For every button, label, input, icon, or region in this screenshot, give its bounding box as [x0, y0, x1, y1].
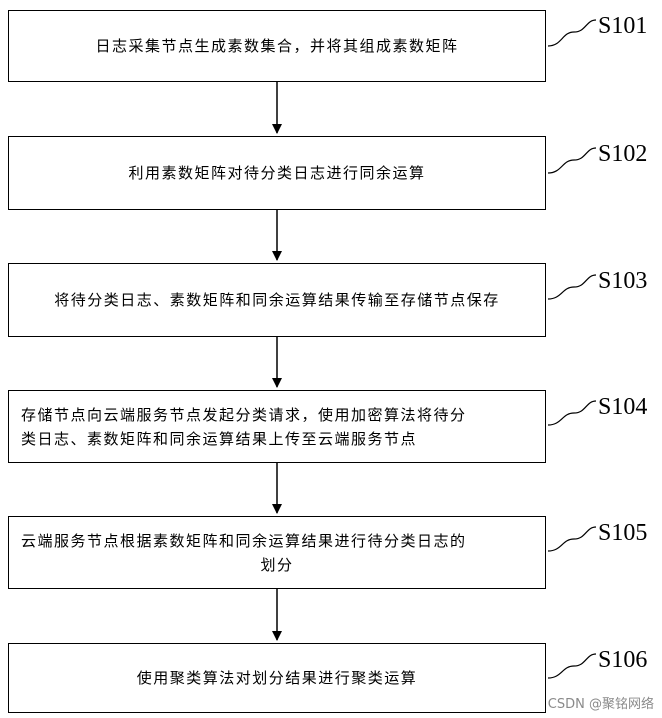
watermark: CSDN @聚铭网络 [547, 697, 654, 712]
leader-s102 [547, 147, 597, 174]
leader-s106 [547, 653, 597, 679]
step-text-s106: 使用聚类算法对划分结果进行聚类运算 [136, 669, 418, 687]
step-label-s103: S103 [598, 268, 648, 294]
step-label-s106: S106 [598, 647, 648, 673]
step-box-s104: 存储节点向云端服务节点发起分类请求，使用加密算法将待分 类日志、素数矩阵和同余运… [8, 390, 546, 463]
step-text-s104-line2: 类日志、素数矩阵和同余运算结果上传至云端服务节点 [21, 429, 418, 448]
step-label-s101: S101 [598, 13, 648, 39]
leader-s105 [547, 526, 597, 552]
step-text-s104: 存储节点向云端服务节点发起分类请求，使用加密算法将待分 类日志、素数矩阵和同余运… [21, 403, 533, 451]
step-text-s105-line2: 划分 [260, 555, 294, 574]
step-label-s104: S104 [598, 394, 648, 420]
step-text-s105-line1: 云端服务节点根据素数矩阵和同余运算结果进行待分类日志的 [21, 531, 467, 550]
step-box-s101: 日志采集节点生成素数集合，并将其组成素数矩阵 [8, 10, 546, 82]
step-box-s105: 云端服务节点根据素数矩阵和同余运算结果进行待分类日志的 划分 [8, 516, 546, 589]
step-label-s105: S105 [598, 520, 648, 546]
leader-s103 [547, 274, 597, 300]
step-text-s104-line1: 存储节点向云端服务节点发起分类请求，使用加密算法将待分 [21, 405, 467, 424]
leader-s104 [547, 400, 597, 426]
step-text-s103: 将待分类日志、素数矩阵和同余运算结果传输至存储节点保存 [54, 291, 500, 309]
step-box-s106: 使用聚类算法对划分结果进行聚类运算 [8, 643, 546, 713]
step-label-s102: S102 [598, 141, 648, 167]
leader-s101 [547, 19, 597, 47]
step-text-s105: 云端服务节点根据素数矩阵和同余运算结果进行待分类日志的 划分 [21, 529, 533, 577]
step-box-s103: 将待分类日志、素数矩阵和同余运算结果传输至存储节点保存 [8, 263, 546, 337]
step-text-s101: 日志采集节点生成素数集合，并将其组成素数矩阵 [95, 37, 459, 55]
step-text-s102: 利用素数矩阵对待分类日志进行同余运算 [128, 164, 426, 182]
step-box-s102: 利用素数矩阵对待分类日志进行同余运算 [8, 136, 546, 210]
